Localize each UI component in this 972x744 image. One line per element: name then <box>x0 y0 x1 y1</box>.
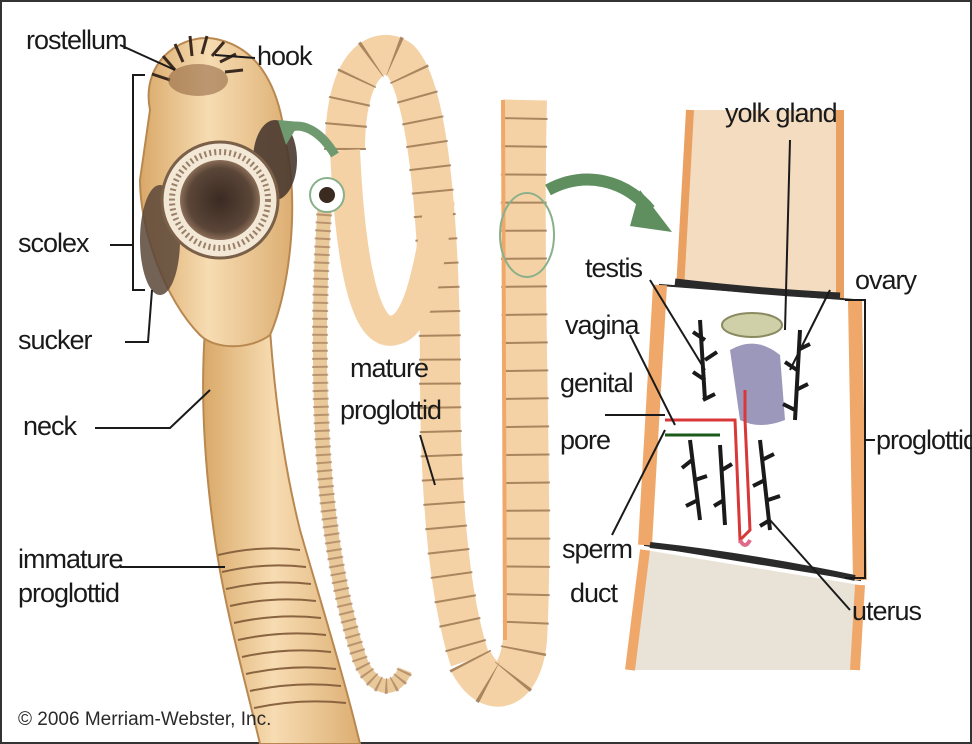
label-mature-line2: proglottid <box>340 397 441 424</box>
label-scolex: scolex <box>18 230 89 257</box>
label-proglottid: proglottid <box>876 427 972 454</box>
label-hook: hook <box>257 43 312 70</box>
label-genital-line2: pore <box>560 427 610 454</box>
label-genital-line1: genital <box>560 370 633 397</box>
label-testis: testis <box>585 255 642 282</box>
label-vagina: vagina <box>565 312 639 339</box>
label-immature-line2: proglottid <box>18 580 119 607</box>
label-sperm-line1: sperm <box>562 536 632 563</box>
label-sperm-line2: duct <box>570 580 617 607</box>
label-uterus: uterus <box>852 598 921 625</box>
label-ovary: ovary <box>855 267 916 294</box>
label-yolk-gland: yolk gland <box>725 100 837 127</box>
label-rostellum: rostellum <box>26 27 127 54</box>
label-sucker: sucker <box>18 327 92 354</box>
copyright-notice: © 2006 Merriam-Webster, Inc. <box>18 709 271 731</box>
label-immature-line1: immature <box>18 546 123 573</box>
label-mature-line1: mature <box>350 355 428 382</box>
label-neck: neck <box>23 413 76 440</box>
yolk-gland-shape <box>722 313 782 337</box>
